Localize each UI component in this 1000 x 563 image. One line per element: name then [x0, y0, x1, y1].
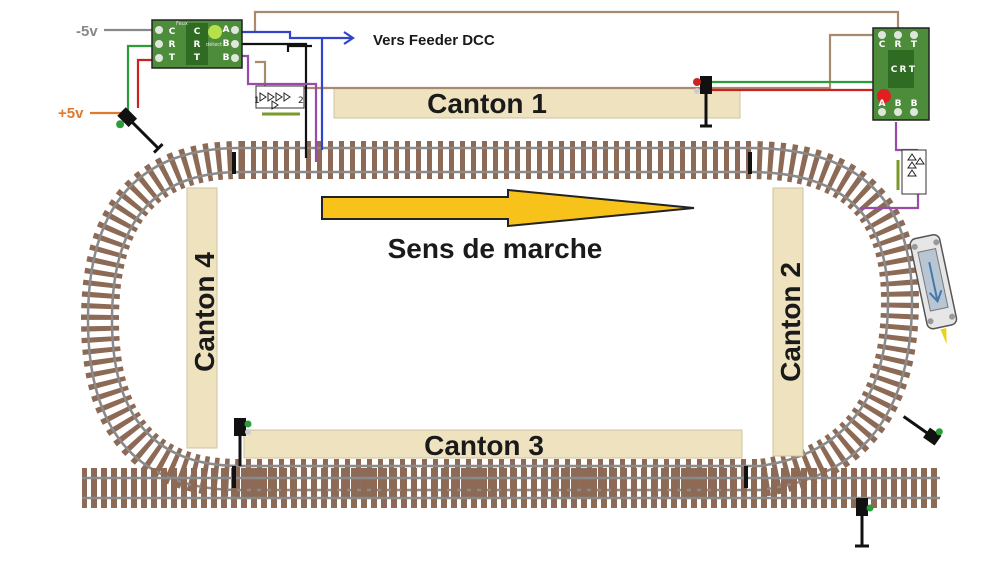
module-left-mid-r: R	[194, 40, 201, 50]
wire-purple-left	[240, 54, 318, 162]
minus-5v-label: -5v	[76, 23, 98, 40]
track-straight-sleepers	[82, 468, 940, 508]
module-right-pin-b2: B	[911, 99, 918, 109]
module-right-pin-t: T	[911, 40, 918, 50]
track-loop	[80, 141, 940, 508]
signal-bottom-right	[855, 498, 874, 548]
isolation-joint	[748, 152, 752, 174]
diode-bridge-right	[896, 149, 927, 195]
module-left-pin-b1: B	[223, 39, 230, 49]
plus-5v-label: +5v	[58, 105, 84, 122]
module-left-pin-r: R	[169, 40, 176, 50]
canton-2-label: Canton 2	[775, 262, 806, 382]
isolation-joint	[744, 466, 748, 488]
signal-top-middle	[693, 76, 712, 128]
module-left-text-feux: Feux	[176, 21, 188, 27]
diode-left-pin-2: 2	[298, 96, 304, 106]
diode-left-pin-1: 1	[254, 96, 260, 106]
wire-black	[240, 42, 308, 158]
wire-brown-mid	[255, 33, 880, 90]
module-left-mid-c: C	[194, 27, 201, 37]
feeder-label: Vers Feeder DCC	[373, 32, 495, 49]
track-oval-rail-inner	[110, 170, 890, 468]
canton-4: Canton 4	[186, 187, 220, 449]
module-right-pin-a: A	[879, 99, 886, 109]
module-left-pin-c: C	[169, 27, 176, 37]
module-left-pin-a: A	[223, 25, 230, 35]
isolation-joint	[232, 152, 236, 174]
module-left-pin-t: T	[169, 53, 176, 63]
canton-1-label: Canton 1	[427, 88, 547, 119]
module-right-mid-c: C	[891, 65, 898, 75]
wire-black-arrow	[286, 44, 312, 52]
wire-blue-arrowhead	[343, 31, 355, 45]
module-right-led	[877, 89, 891, 103]
canton-2: Canton 2	[772, 187, 806, 457]
module-right-pin-c: C	[879, 40, 886, 50]
canton-1: Canton 1	[333, 87, 741, 119]
wire-green-left	[126, 44, 153, 118]
diode-bridge-left: 1 2	[254, 85, 305, 116]
module-left-pin-b2: B	[223, 53, 230, 63]
wire-red-left	[136, 58, 153, 108]
isolation-joint	[232, 466, 236, 488]
wire-purple-right	[894, 122, 918, 152]
wire-blue	[240, 30, 352, 40]
canton-3-label: Canton 3	[424, 430, 544, 461]
module-left-led	[208, 25, 222, 39]
direction-arrow	[321, 188, 695, 228]
signal-bottom-left	[234, 418, 252, 466]
signal-top-left	[116, 107, 164, 154]
module-left: C R T C R T A B B Feux détect	[151, 19, 243, 69]
wire-purple-right-2	[860, 192, 920, 210]
module-left-mid-t: T	[194, 53, 201, 63]
module-right-mid-t: T	[909, 65, 916, 75]
signal-right	[902, 415, 943, 446]
module-right-mid-r: R	[900, 65, 907, 75]
canton-3: Canton 3	[243, 429, 743, 461]
locomotive	[909, 234, 958, 345]
module-right-pin-b1: B	[895, 99, 902, 109]
module-right-pin-r: R	[895, 40, 902, 50]
canton-4-label: Canton 4	[189, 252, 220, 372]
wire-brown-top	[253, 10, 900, 32]
module-right: C R T C R T A B B	[872, 27, 930, 121]
module-left-text-detect: détect	[206, 41, 222, 48]
direction-label: Sens de marche	[388, 233, 603, 264]
track-oval-sleepers	[80, 141, 920, 497]
